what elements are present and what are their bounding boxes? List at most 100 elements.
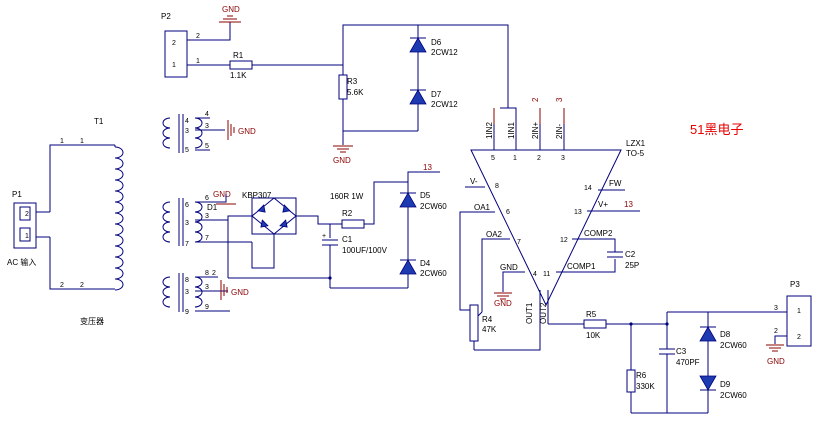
svg-text:TO-5: TO-5 xyxy=(626,149,645,158)
svg-text:+: + xyxy=(322,233,326,240)
svg-text:10K: 10K xyxy=(586,331,601,340)
t1-ref: T1 xyxy=(94,117,104,126)
svg-text:1: 1 xyxy=(513,155,517,162)
svg-text:5: 5 xyxy=(185,147,189,154)
svg-text:7: 7 xyxy=(517,239,521,246)
p1-connector: P1 2 1 AC 输入 xyxy=(7,190,50,267)
svg-text:R6: R6 xyxy=(636,371,647,380)
svg-text:2: 2 xyxy=(797,334,801,341)
svg-text:11: 11 xyxy=(543,271,550,278)
svg-text:5.6K: 5.6K xyxy=(347,88,364,97)
resistor-r2: 160R 1W R2 xyxy=(330,181,408,229)
svg-text:13: 13 xyxy=(423,163,432,172)
svg-text:14: 14 xyxy=(584,185,592,192)
capacitor-c2: C2 25P xyxy=(607,250,639,270)
svg-text:9: 9 xyxy=(205,304,209,311)
svg-text:V+: V+ xyxy=(598,200,608,209)
transformer-secondary-c: 8 3 9 8 2 3 9 xyxy=(162,270,230,316)
svg-text:OA1: OA1 xyxy=(474,203,491,212)
svg-text:D5: D5 xyxy=(420,191,431,200)
svg-text:6: 6 xyxy=(185,202,189,209)
svg-text:8: 8 xyxy=(205,270,209,277)
svg-text:4: 4 xyxy=(205,111,209,118)
svg-text:4: 4 xyxy=(533,271,537,278)
svg-text:GND: GND xyxy=(500,263,518,272)
svg-text:COMP2: COMP2 xyxy=(584,229,613,238)
svg-text:D1: D1 xyxy=(207,203,218,212)
svg-text:1: 1 xyxy=(60,138,64,145)
svg-text:2CW12: 2CW12 xyxy=(431,48,458,57)
svg-text:1IN2: 1IN2 xyxy=(485,122,494,139)
svg-text:25P: 25P xyxy=(625,261,639,270)
svg-text:2: 2 xyxy=(531,97,540,102)
svg-text:2: 2 xyxy=(25,211,29,218)
svg-text:OA2: OA2 xyxy=(486,230,503,239)
gnd-symbol-p3: GND xyxy=(766,344,785,366)
p1-ref: P1 xyxy=(12,190,22,199)
svg-text:2CW12: 2CW12 xyxy=(431,100,458,109)
svg-text:1: 1 xyxy=(25,233,29,240)
svg-text:LZX1: LZX1 xyxy=(626,139,646,148)
gnd-symbol-p2: GND xyxy=(219,5,241,23)
transformer-secondary-a: 4 3 5 4 3 5 xyxy=(162,111,225,154)
svg-text:R2: R2 xyxy=(342,209,353,218)
svg-text:OUT1: OUT1 xyxy=(525,302,534,324)
svg-text:3: 3 xyxy=(185,220,189,227)
capacitor-c3: C3 470PF xyxy=(631,324,708,414)
svg-text:5: 5 xyxy=(205,143,209,150)
svg-text:3: 3 xyxy=(205,123,209,130)
svg-text:GND: GND xyxy=(767,357,785,366)
transformer-t1: T1 1 2 1 2 变压器 xyxy=(49,117,124,326)
svg-text:5: 5 xyxy=(491,155,495,162)
svg-text:3: 3 xyxy=(555,97,564,102)
svg-text:P3: P3 xyxy=(790,280,800,289)
svg-text:2: 2 xyxy=(172,40,176,47)
svg-text:13: 13 xyxy=(574,209,582,216)
svg-text:2CW60: 2CW60 xyxy=(420,269,447,278)
svg-text:GND: GND xyxy=(213,190,231,199)
svg-text:GND: GND xyxy=(222,5,240,14)
capacitor-c1: + C1 100UF/100V xyxy=(322,224,388,288)
svg-text:GND: GND xyxy=(231,288,249,297)
svg-text:GND: GND xyxy=(494,299,512,308)
svg-text:D8: D8 xyxy=(720,330,731,339)
svg-text:3: 3 xyxy=(774,305,778,312)
svg-text:V-: V- xyxy=(470,177,478,186)
svg-text:7: 7 xyxy=(205,235,209,242)
svg-text:R1: R1 xyxy=(233,51,244,60)
svg-text:2: 2 xyxy=(774,328,778,335)
svg-text:1: 1 xyxy=(172,62,176,69)
svg-text:2CW60: 2CW60 xyxy=(720,341,747,350)
transformer-secondary-b: 6 3 7 6 3 7 xyxy=(162,195,252,248)
svg-text:2: 2 xyxy=(60,282,64,289)
svg-text:1IN1: 1IN1 xyxy=(507,122,516,139)
gnd-symbol-ta: GND xyxy=(227,120,256,140)
zener-d8-d9: D8 2CW60 D9 2CW60 xyxy=(666,311,747,413)
reference-network: R3 5.6K D6 2CW12 D7 2CW12 xyxy=(338,24,517,145)
svg-text:C2: C2 xyxy=(625,250,636,259)
svg-text:D9: D9 xyxy=(720,380,731,389)
svg-text:6: 6 xyxy=(205,195,209,202)
svg-text:2: 2 xyxy=(212,270,216,277)
svg-text:D4: D4 xyxy=(420,259,431,268)
resistor-r6: R6 330K xyxy=(626,324,655,413)
ac-input-label: AC 输入 xyxy=(7,257,36,267)
svg-text:2: 2 xyxy=(537,155,541,162)
svg-text:2: 2 xyxy=(196,33,200,40)
p2-connector: P2 2 1 2 1 xyxy=(161,12,231,78)
svg-text:C1: C1 xyxy=(342,235,353,244)
svg-text:12: 12 xyxy=(560,237,568,244)
svg-text:R5: R5 xyxy=(586,310,597,319)
zener-d4: D4 2CW60 xyxy=(330,259,447,289)
svg-text:R3: R3 xyxy=(347,77,358,86)
svg-text:2CW60: 2CW60 xyxy=(720,391,747,400)
svg-text:2CW60: 2CW60 xyxy=(420,202,447,211)
svg-text:GND: GND xyxy=(238,127,256,136)
svg-text:8: 8 xyxy=(185,277,189,284)
svg-text:1.1K: 1.1K xyxy=(230,71,247,80)
gnd-symbol-ic: GND xyxy=(494,292,512,308)
p2-ref: P2 xyxy=(161,12,171,21)
svg-text:3: 3 xyxy=(205,284,209,291)
svg-text:2IN-: 2IN- xyxy=(555,124,564,139)
svg-text:47K: 47K xyxy=(482,325,497,334)
